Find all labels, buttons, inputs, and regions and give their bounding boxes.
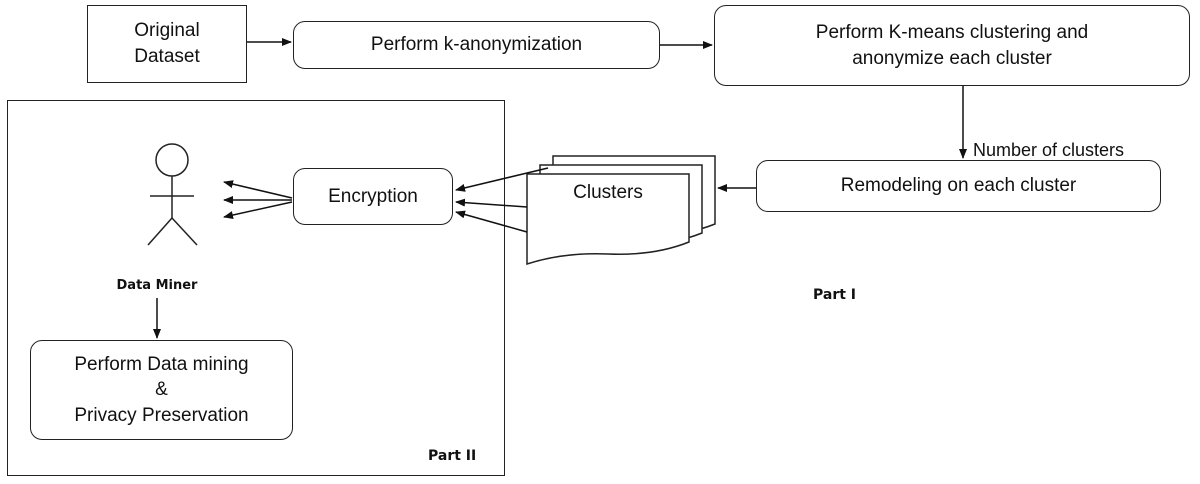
arrow-clusters-to-encryption-3: [455, 210, 528, 233]
original-dataset-node: Original Dataset: [87, 5, 247, 83]
part-i-label: Part I: [813, 287, 857, 303]
arrow-encryption-to-miner-3: [223, 201, 293, 219]
data-mining-line-2: &: [155, 379, 168, 401]
kmeans-clustering-node: Perform K-means clustering and anonymize…: [714, 5, 1190, 86]
arrow-encryption-to-miner-1: [223, 180, 293, 199]
remodeling-node: Remodeling on each cluster: [756, 160, 1161, 212]
data-miner-label: Data Miner: [116, 278, 198, 293]
k-anonymization-node: Perform k-anonymization: [293, 21, 660, 69]
clusters-document-stack: [526, 155, 716, 266]
arrow-clusters-to-encryption-2: [455, 198, 528, 208]
data-miner-figure-icon: [147, 143, 198, 246]
data-mining-node: Perform Data mining & Privacy Preservati…: [30, 340, 293, 440]
data-mining-line-1: Perform Data mining: [74, 353, 249, 375]
clusters-label: Clusters: [573, 182, 643, 203]
number-of-clusters-label: Number of clusters: [973, 140, 1125, 160]
part-ii-label: Part II: [428, 448, 477, 464]
arrow-clusters-to-encryption-1: [455, 167, 549, 192]
encryption-node: Encryption: [293, 168, 453, 225]
data-mining-line-3: Privacy Preservation: [74, 404, 249, 426]
